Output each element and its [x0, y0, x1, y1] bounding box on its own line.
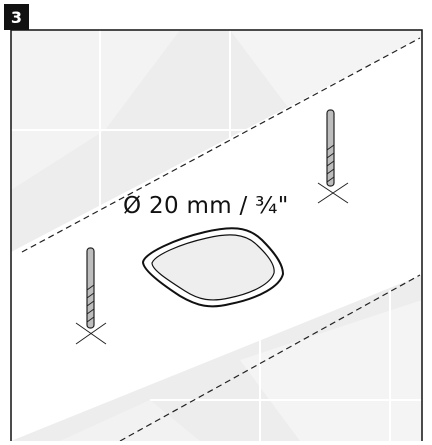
dashed-line-bottom: [119, 274, 421, 442]
hole-diameter-label: Ø 20 mm / ¾": [123, 193, 289, 219]
step-number-badge: 3: [4, 4, 29, 30]
frame-border: [10, 29, 423, 441]
drill-bit-icon: [317, 109, 349, 204]
drill-bit-icon: [75, 247, 107, 345]
dashed-line-top: [21, 37, 421, 253]
mounting-template-icon: [141, 227, 285, 308]
